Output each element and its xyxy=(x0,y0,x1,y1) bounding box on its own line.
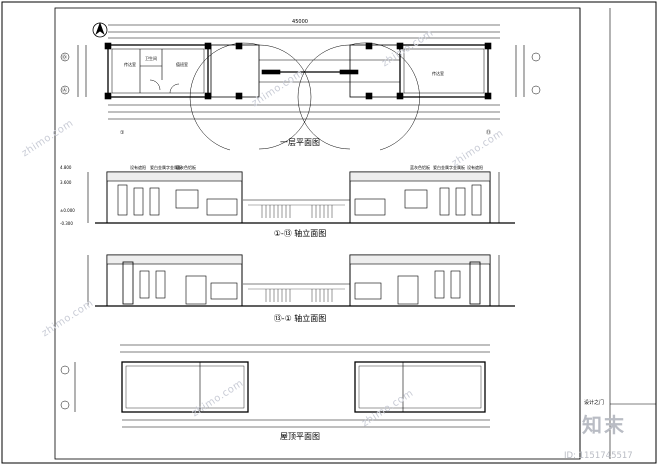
gate-swing-arc-left xyxy=(258,44,312,150)
ground-floor-plan xyxy=(77,22,525,151)
elevation-mark: -0.300 xyxy=(60,221,73,226)
sign-label: 蓝灰色铝板 xyxy=(176,164,196,170)
front-elevation-title: ①-⑬ 轴立面图 xyxy=(274,228,327,238)
sign-label: 瓷白金属字金属板 xyxy=(433,164,465,170)
ground-plan-title: 一层平面图 xyxy=(280,138,320,147)
back-elevation-title: ⑬-① 轴立面图 xyxy=(274,313,327,323)
elevation-mark: 4.800 xyxy=(60,165,72,170)
back-elevation xyxy=(87,254,515,307)
sign-label: 瓷白金属字金属板 xyxy=(150,164,182,170)
gate-swing-arc-right xyxy=(297,44,351,150)
axis-markers xyxy=(60,52,541,410)
room-label: 传达室 xyxy=(432,70,444,76)
roof-plan xyxy=(74,344,490,428)
elevation-mark: 3.600 xyxy=(60,180,72,185)
axis-label: ⑬ xyxy=(486,129,491,136)
brand-logo: 知末 xyxy=(582,413,626,437)
elevation-mark: ±0.000 xyxy=(60,208,75,213)
north-arrow-icon xyxy=(92,22,108,38)
roof-plan-title: 屋顶平面图 xyxy=(280,432,320,441)
room-label: 卫生间 xyxy=(145,55,157,61)
axis-label: Ⓐ xyxy=(62,87,67,94)
sign-label: 设有遮阳 xyxy=(467,164,483,170)
axis-label: ① xyxy=(120,130,125,136)
brand-id: ID: 1151745517 xyxy=(564,451,633,461)
sign-label: 设有遮阳 xyxy=(130,164,146,170)
room-label: 值班室 xyxy=(176,61,188,67)
axis-label: Ⓓ xyxy=(62,54,67,61)
room-label: 传达室 xyxy=(124,61,136,67)
brand-block: 知末 ID: 1151745517 xyxy=(564,413,654,461)
side-label: 设计之门 xyxy=(584,399,604,406)
sign-label: 蓝灰色铝板 xyxy=(410,164,430,170)
front-elevation xyxy=(87,171,515,224)
overall-dimension: 45000 xyxy=(292,19,308,25)
